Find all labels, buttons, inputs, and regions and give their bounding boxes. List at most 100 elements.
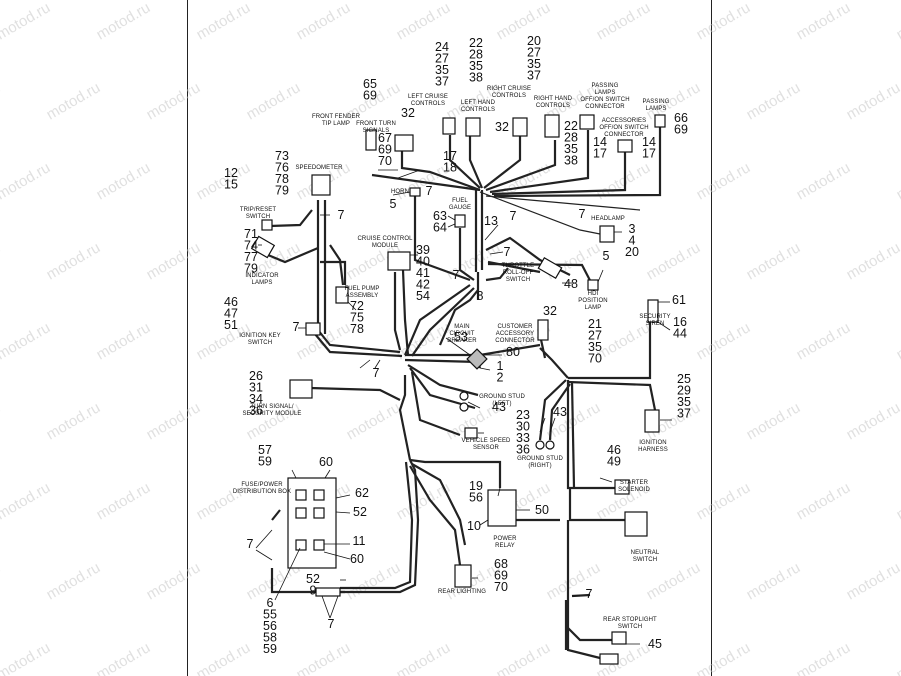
- callout-number: 26: [249, 369, 263, 383]
- callout-number: 77: [244, 250, 258, 264]
- callout-number: 20: [527, 34, 541, 48]
- callout-number: 60: [350, 552, 364, 566]
- callout-number: 39: [416, 243, 430, 257]
- watermark-text: motod.ru: [494, 0, 554, 43]
- watermark-text: motod.ru: [744, 79, 804, 123]
- watermark-text: motod.ru: [844, 79, 901, 123]
- main-circuit-breaker-shape: [466, 348, 488, 370]
- trip-reset-switch-label-line: SWITCH: [246, 214, 270, 220]
- callout-number: 7: [579, 207, 586, 221]
- cruise-control-module-label-line: CRUISE CONTROL: [357, 236, 413, 242]
- watermark-text: motod.ru: [794, 319, 854, 363]
- front-turn-signals-label-line: SIGNALS: [363, 128, 390, 134]
- headlamp-label: HEADLAMP: [591, 216, 625, 222]
- callout-number: 40: [416, 255, 430, 269]
- watermark-text: motod.ru: [794, 159, 854, 203]
- callout-number: 21: [588, 317, 602, 331]
- ground-stud-right-shape-2: [545, 440, 555, 450]
- fuse-slot-6: [313, 539, 325, 551]
- callout-number: 38: [564, 154, 578, 168]
- turn-signal-security-module-label-line: SECURITY MODULE: [242, 411, 301, 417]
- callout-number: 4: [629, 234, 636, 248]
- hdi-position-lamp-label-line: HDI: [588, 291, 599, 297]
- watermark-text: motod.ru: [294, 639, 354, 676]
- callout-5-hdi: 5: [603, 249, 610, 263]
- callout-number: 17: [443, 149, 457, 163]
- power-relay-label-line: RELAY: [495, 543, 515, 549]
- starter-solenoid-shape: [614, 479, 630, 495]
- callout-32b: 32: [495, 120, 509, 134]
- watermark-text: motod.ru: [344, 399, 404, 443]
- vehicle-speed-sensor-label-line: SENSOR: [473, 445, 500, 451]
- fuse-output-connector-shape: [315, 587, 341, 597]
- callout-7-ignkey: 7: [293, 320, 300, 334]
- right-hand-controls-label-line: RIGHT HAND: [534, 96, 573, 102]
- callout-number: 63: [433, 209, 447, 223]
- callout-number: 55: [263, 608, 277, 622]
- callout-50: 50: [535, 503, 549, 517]
- callout-number: 7: [453, 268, 460, 282]
- callout-number: 66: [674, 111, 688, 125]
- speedometer-shape: [311, 174, 331, 196]
- watermark-text: motod.ru: [0, 159, 53, 203]
- callout-number: 7: [328, 617, 335, 631]
- fuse-slot-1: [295, 489, 307, 501]
- watermark-text: motod.ru: [0, 79, 3, 123]
- fuel-pump-shape: [335, 286, 349, 304]
- main-circuit-breaker-label-line: CIRCUIT: [449, 331, 474, 337]
- watermark-text: motod.ru: [294, 319, 354, 363]
- callout-number: 46: [607, 443, 621, 457]
- customer-accessory-connector-label-line: ACCESSORY: [496, 331, 534, 337]
- callout-number: 7: [586, 587, 593, 601]
- callout-60b: 60: [350, 552, 364, 566]
- callout-number: 20: [625, 245, 639, 259]
- rear-lighting-label-line: REAR LIGHTING: [438, 589, 486, 595]
- watermark-text: motod.ru: [44, 239, 104, 283]
- accessories-switch-connector-label-line: OFF/ON SWITCH: [599, 125, 648, 131]
- fuel-gauge-label-line: FUEL: [452, 198, 468, 204]
- trip-reset-switch-shape: [261, 219, 273, 231]
- watermark-text: motod.ru: [144, 559, 204, 603]
- speedometer-label: SPEEDOMETER: [295, 165, 343, 171]
- callout-number: 59: [258, 455, 272, 469]
- headlamp-label-line: HEADLAMP: [591, 216, 625, 222]
- passing-lamps-switch-connector-label-line: LAMPS: [595, 90, 616, 96]
- watermark-text: motod.ru: [144, 79, 204, 123]
- fuse-slot-2: [313, 489, 325, 501]
- passing-lamps-switch-connector-label-line: CONNECTOR: [585, 104, 625, 110]
- callout-number: 46: [224, 295, 238, 309]
- throttle-switch-shape: [537, 256, 563, 280]
- components-drawing: [250, 114, 666, 665]
- callout-number: 3: [629, 222, 636, 236]
- customer-accessory-shape: [537, 319, 549, 341]
- callout-number: 35: [564, 142, 578, 156]
- ground-stud-left-shape-2: [459, 402, 469, 412]
- callout-number: 37: [435, 75, 449, 89]
- indicator-lamps-label-line: INDICATOR: [245, 273, 279, 279]
- cruise-control-module-label-line: MODULE: [372, 243, 398, 249]
- watermark-text: motod.ru: [894, 159, 901, 203]
- watermark-text: motod.ru: [0, 0, 53, 43]
- ignition-key-switch-shape: [305, 322, 321, 336]
- callout-number: 69: [363, 89, 377, 103]
- callout-number: 14: [593, 135, 607, 149]
- wire-harness: [267, 125, 662, 660]
- callout-61: 61: [672, 293, 686, 307]
- throttle-roll-off-switch-label-line: SWITCH: [506, 277, 530, 283]
- callout-number: 17: [593, 147, 607, 161]
- callout-number: 51: [224, 318, 238, 332]
